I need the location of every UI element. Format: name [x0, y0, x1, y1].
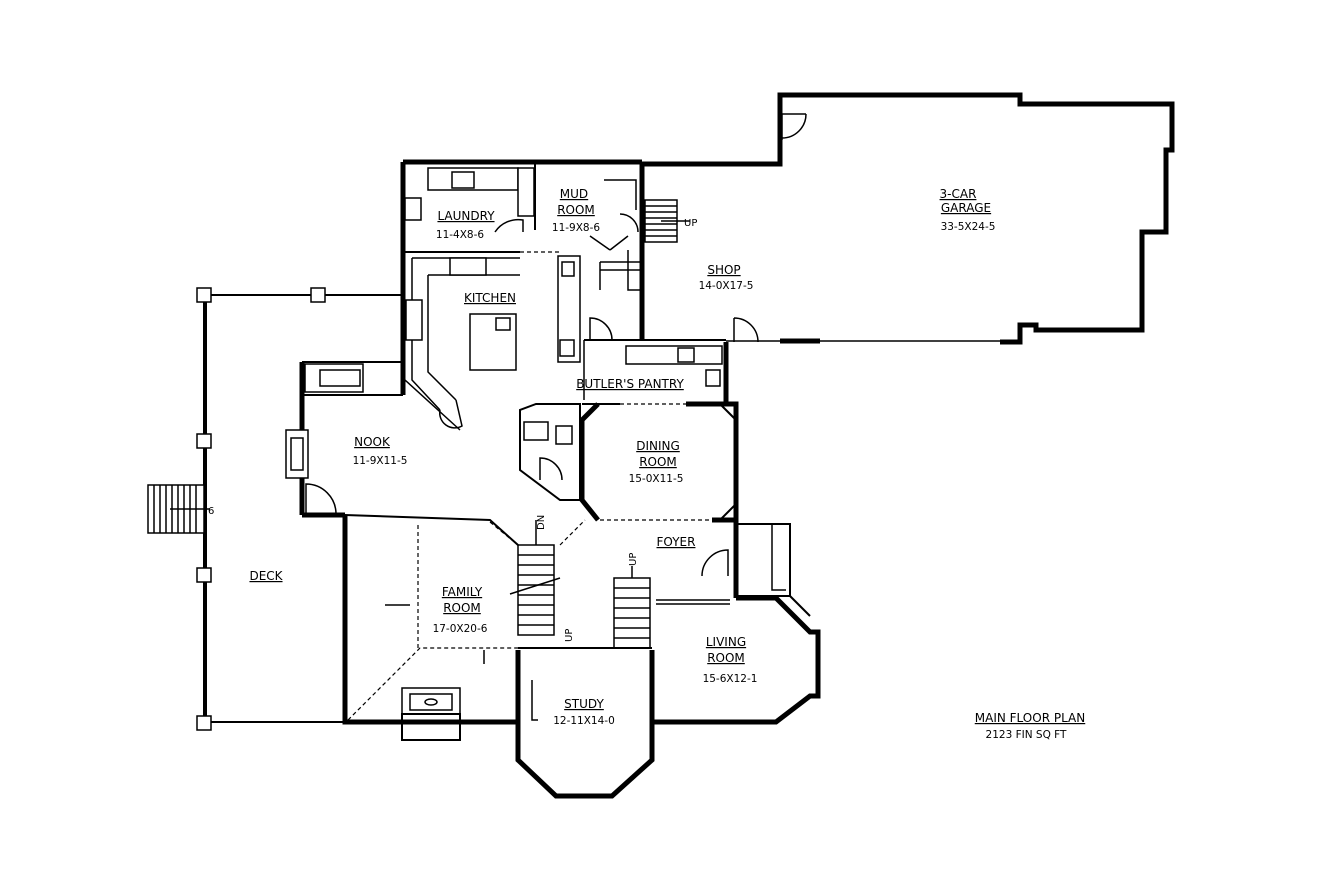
- butlers-pantry-label: BUTLER'S PANTRY: [576, 377, 684, 391]
- living-room: [652, 595, 821, 725]
- butlers-pantry: [583, 339, 726, 400]
- dining-room-label-2: ROOM: [639, 455, 677, 469]
- main-stairs: [509, 519, 651, 649]
- study: [515, 647, 655, 799]
- foyer: [656, 520, 791, 605]
- living-room-label-1: LIVING: [706, 635, 746, 649]
- nook-dims: 11-9X11-5: [353, 455, 408, 467]
- family-room-label-2: ROOM: [443, 601, 481, 615]
- shop-label: SHOP: [707, 263, 740, 277]
- mud-room-label-1: MUD: [560, 187, 588, 201]
- main-stair-dn-label: DN: [536, 515, 547, 530]
- nook-label: NOOK: [354, 435, 391, 449]
- dining-room-dims: 15-0X11-5: [629, 473, 684, 485]
- family-room: [342, 515, 519, 741]
- dining-room-label-1: DINING: [636, 439, 680, 453]
- foyer-stair-up-label: UP: [628, 553, 639, 566]
- family-room-dims: 17-0X20-6: [433, 623, 488, 635]
- garage-stair-up-label: UP: [684, 218, 697, 229]
- garage-dims: 33-5X24-5: [941, 221, 996, 233]
- shop-dims: 14-0X17-5: [699, 280, 754, 292]
- laundry-label: LAUNDRY: [437, 209, 495, 223]
- mud-room-dims: 11-9X8-6: [552, 222, 600, 234]
- garage-label-1: 3-CAR: [940, 187, 977, 201]
- family-stair-up-label: UP: [564, 629, 575, 642]
- deck-label: DECK: [249, 569, 283, 583]
- living-room-dims: 15-6X12-1: [703, 673, 758, 685]
- stair-labels: UP UP DN UP 6: [208, 218, 697, 642]
- dining-room: [579, 401, 739, 523]
- garage-label-2: GARAGE: [941, 201, 991, 215]
- deck-stair-count-label: 6: [208, 506, 214, 517]
- family-room-label-1: FAMILY: [442, 585, 483, 599]
- study-label: STUDY: [564, 697, 604, 711]
- service-wing: [400, 159, 642, 295]
- garage: [642, 92, 1175, 345]
- plan-area: 2123 FIN SQ FT: [986, 729, 1068, 741]
- room-labels: 3-CAR GARAGE 33-5X24-5 SHOP 14-0X17-5 LA…: [249, 187, 995, 727]
- plan-info: MAIN FLOOR PLAN 2123 FIN SQ FT: [975, 711, 1085, 741]
- plan-title: MAIN FLOOR PLAN: [975, 711, 1085, 725]
- kitchen: [404, 255, 613, 431]
- kitchen-label: KITCHEN: [464, 291, 516, 305]
- living-room-label-2: ROOM: [707, 651, 745, 665]
- study-dims: 12-11X14-0: [553, 715, 615, 727]
- mud-room-label-2: ROOM: [557, 203, 595, 217]
- powder-room: [519, 403, 581, 501]
- laundry-dims: 11-4X8-6: [436, 229, 484, 241]
- deck: [147, 287, 403, 731]
- foyer-label: FOYER: [657, 535, 696, 549]
